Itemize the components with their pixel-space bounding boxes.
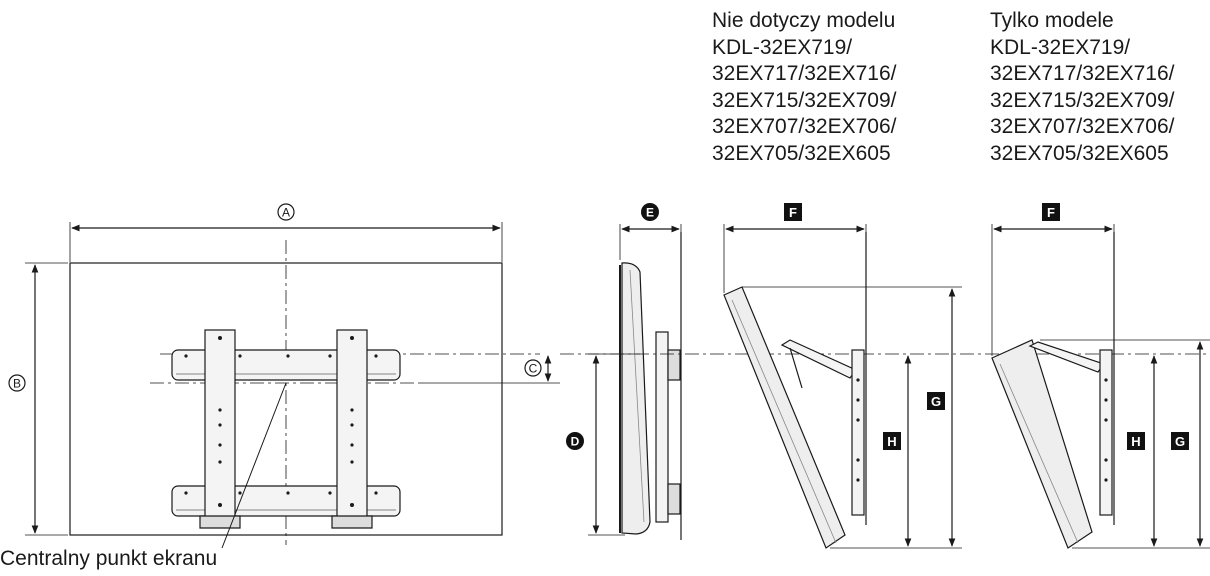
side-view-tilted-2 <box>991 224 1210 549</box>
label-d-badge: D <box>566 432 584 450</box>
label-h2-badge: H <box>1127 432 1145 450</box>
label-a: A <box>282 206 290 220</box>
label-g2-badge: G <box>1171 432 1189 450</box>
label-f1-badge: F <box>784 203 802 221</box>
side-view-tilted-1 <box>723 224 962 549</box>
heading-line: 32EX717/32EX716/ <box>990 62 1175 85</box>
heading-line: Nie dotyczy modelu <box>712 9 896 32</box>
heading-line: KDL-32EX719/ <box>990 35 1131 59</box>
label-c: C <box>529 362 538 376</box>
label-d: D <box>571 435 580 449</box>
label-g: G <box>1175 434 1185 449</box>
label-e: E <box>646 206 654 220</box>
heading-line: 32EX717/32EX716/ <box>712 62 897 85</box>
heading-line: 32EX705/32EX605 <box>712 141 891 165</box>
heading-only-models: Tylko modele KDL-32EX719/ 32EX717/32EX71… <box>990 8 1175 167</box>
label-f: F <box>1047 205 1055 220</box>
label-h1-badge: H <box>883 432 901 450</box>
left-vertical-bracket <box>204 329 236 527</box>
label-a-badge: A <box>277 203 295 221</box>
right-vertical-bracket <box>336 329 368 527</box>
front-view <box>25 222 560 549</box>
label-b: B <box>13 377 21 391</box>
side-view-flush <box>560 224 1210 540</box>
label-g1-badge: G <box>927 392 945 410</box>
label-e-badge: E <box>641 203 659 221</box>
screen-center-caption: Centralny punkt ekranu <box>0 547 218 570</box>
label-f: F <box>789 205 797 220</box>
label-g: G <box>931 394 941 409</box>
heading-line: 32EX707/32EX706/ <box>712 115 897 138</box>
label-b-badge: B <box>8 374 26 392</box>
screen-center-leader-line <box>221 382 287 549</box>
label-f2-badge: F <box>1042 203 1060 221</box>
label-c-badge: C <box>524 359 542 377</box>
label-h: H <box>887 434 896 449</box>
heading-not-applicable-models: Nie dotyczy modelu KDL-32EX719/ 32EX717/… <box>712 8 897 167</box>
heading-line: Tylko modele <box>990 9 1114 32</box>
heading-line: 32EX707/32EX706/ <box>990 115 1175 138</box>
heading-line: 32EX715/32EX709/ <box>712 88 897 112</box>
heading-line: 32EX715/32EX709/ <box>990 88 1175 112</box>
heading-line: KDL-32EX719/ <box>712 35 853 59</box>
heading-line: 32EX705/32EX605 <box>990 141 1169 165</box>
label-h: H <box>1131 434 1140 449</box>
